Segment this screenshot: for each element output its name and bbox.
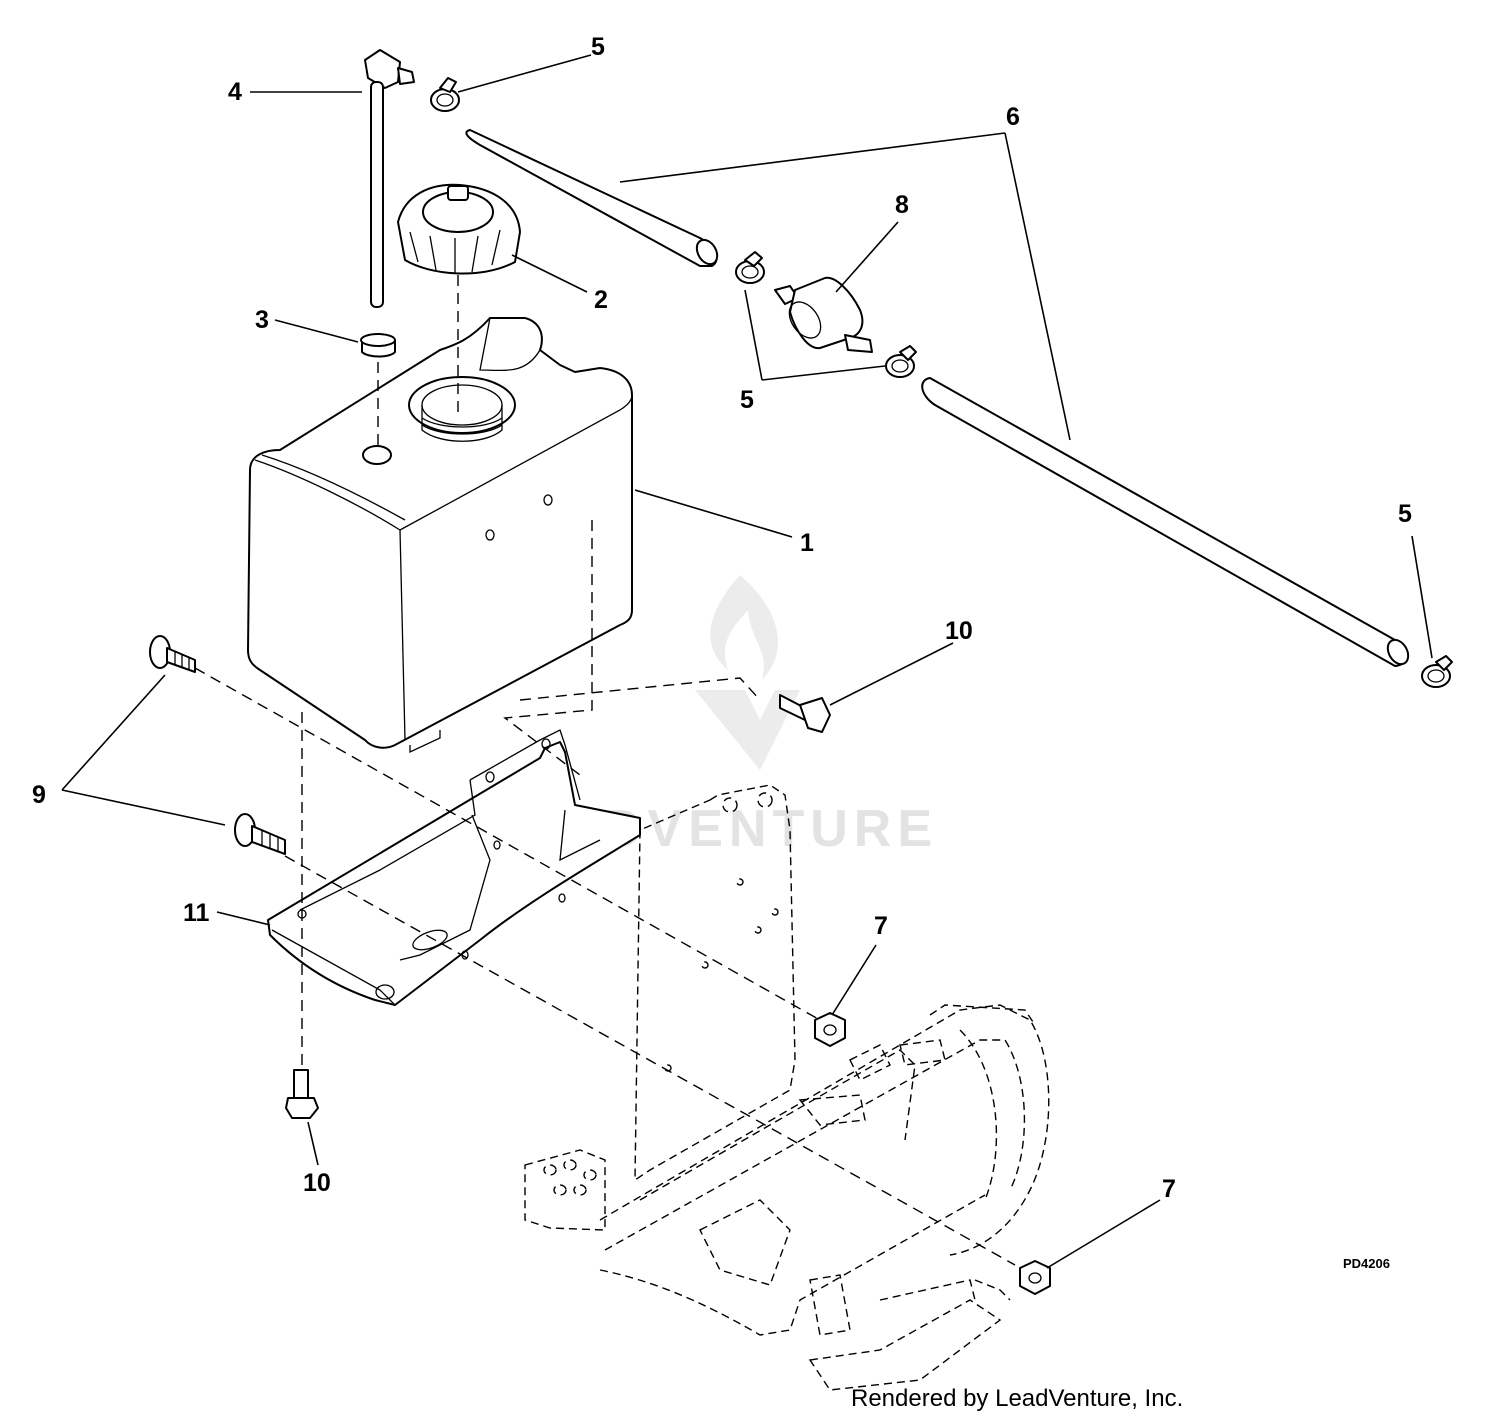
- fuel-hoses: [465, 129, 1410, 667]
- callout-9: 9: [32, 781, 46, 809]
- fuel-tank: [247, 317, 633, 754]
- clamp-hose-end: [1421, 655, 1453, 688]
- footer-credit: Rendered by LeadVenture, Inc.: [851, 1385, 1183, 1412]
- callout-5-filter: 5: [740, 386, 754, 414]
- bolt-9-lower: [234, 813, 286, 855]
- callout-7-lower: 7: [1162, 1175, 1176, 1203]
- mower-frame: [524, 784, 1050, 1391]
- bolts: [149, 635, 1016, 1266]
- callout-5-top: 5: [591, 33, 605, 61]
- grommet: [360, 333, 396, 448]
- clamp-filter-right: [885, 345, 917, 378]
- drawing-code: PD4206: [1343, 1256, 1390, 1271]
- callout-11: 11: [183, 899, 210, 927]
- hose-clamps: [430, 77, 1453, 688]
- clamp-filter-left: [735, 251, 765, 284]
- callout-4: 4: [228, 78, 242, 106]
- bolt-9-upper: [149, 635, 196, 673]
- callout-3: 3: [255, 306, 269, 334]
- bolt-10-right: [779, 694, 831, 733]
- callout-10-bottom: 10: [303, 1169, 331, 1197]
- vent-tube: [364, 49, 415, 308]
- callout-1: 1: [800, 529, 814, 557]
- clamp-top: [430, 77, 460, 112]
- callout-7-upper: 7: [874, 912, 888, 940]
- fuel-filter: [774, 276, 873, 353]
- callout-10-right: 10: [945, 617, 973, 645]
- bolt-10-bottom: [285, 1069, 319, 1119]
- tank-tray: [267, 520, 761, 1006]
- callout-8: 8: [895, 191, 909, 219]
- callout-2: 2: [594, 286, 608, 314]
- callout-numbers: 1 2 3 4 5 5 5 6 7 7 8 9 10 10 11: [32, 33, 1412, 1203]
- callout-5-right: 5: [1398, 500, 1412, 528]
- nuts: [814, 1012, 1051, 1295]
- fuel-cap: [397, 183, 521, 412]
- leader-lines: [61, 54, 1433, 1269]
- callout-6: 6: [1006, 103, 1020, 131]
